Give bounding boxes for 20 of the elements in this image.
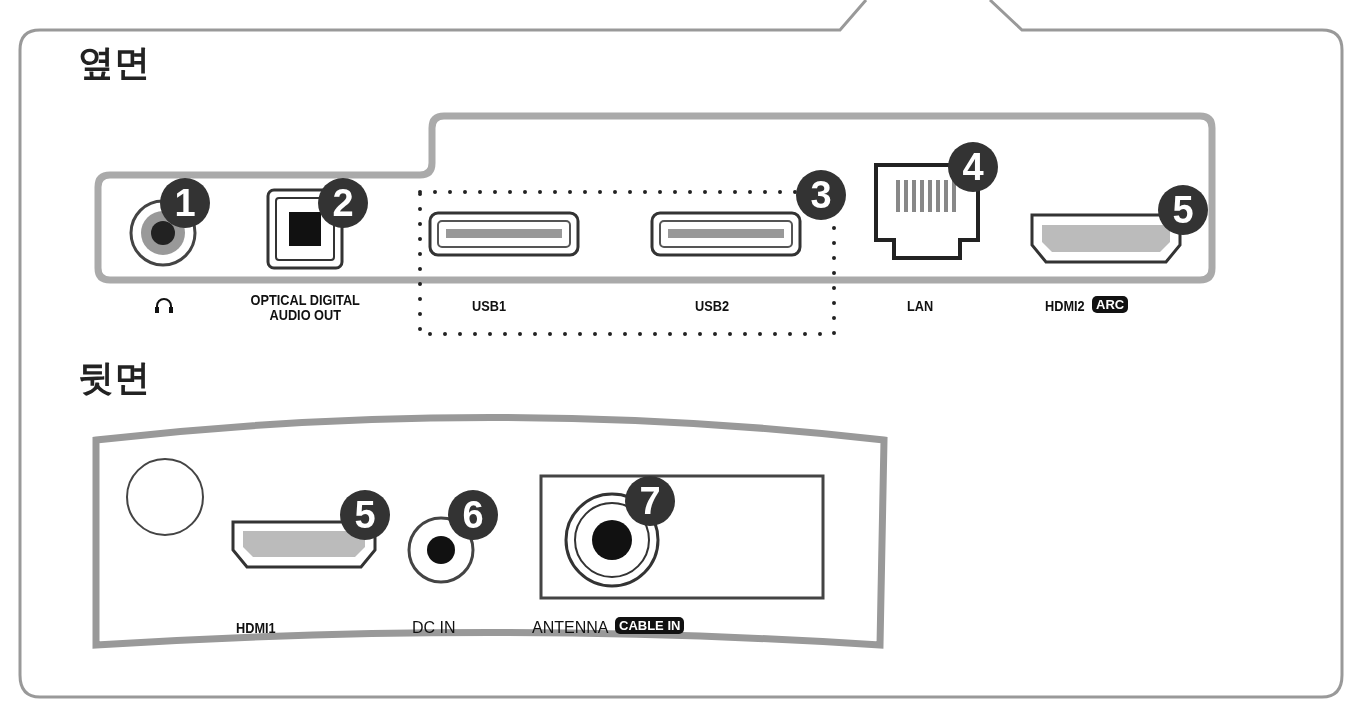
port-badge: ARC	[1092, 296, 1129, 313]
callout-number: 4	[948, 142, 998, 192]
port-badge: CABLE IN	[615, 617, 685, 634]
callout-number: 5	[340, 490, 390, 540]
port-label: USB1	[472, 298, 506, 313]
section-heading: 옆면	[78, 45, 150, 81]
callout-number: 5	[1158, 185, 1208, 235]
callout-number: 6	[448, 490, 498, 540]
port-label: OPTICAL DIGITAL AUDIO OUT	[250, 292, 361, 322]
port-label: DC IN	[412, 620, 456, 636]
section-heading: 뒷면	[78, 360, 150, 396]
callout-number: 2	[318, 178, 368, 228]
port-label: HDMI1	[236, 620, 276, 635]
port-label: USB2	[695, 298, 729, 313]
callout-number: 7	[625, 476, 675, 526]
callout-number: 1	[160, 178, 210, 228]
port-label: ANTENNA	[532, 620, 609, 636]
port-label: HDMI2	[1045, 298, 1085, 313]
port-label: LAN	[907, 298, 934, 313]
callout-number: 3	[796, 170, 846, 220]
